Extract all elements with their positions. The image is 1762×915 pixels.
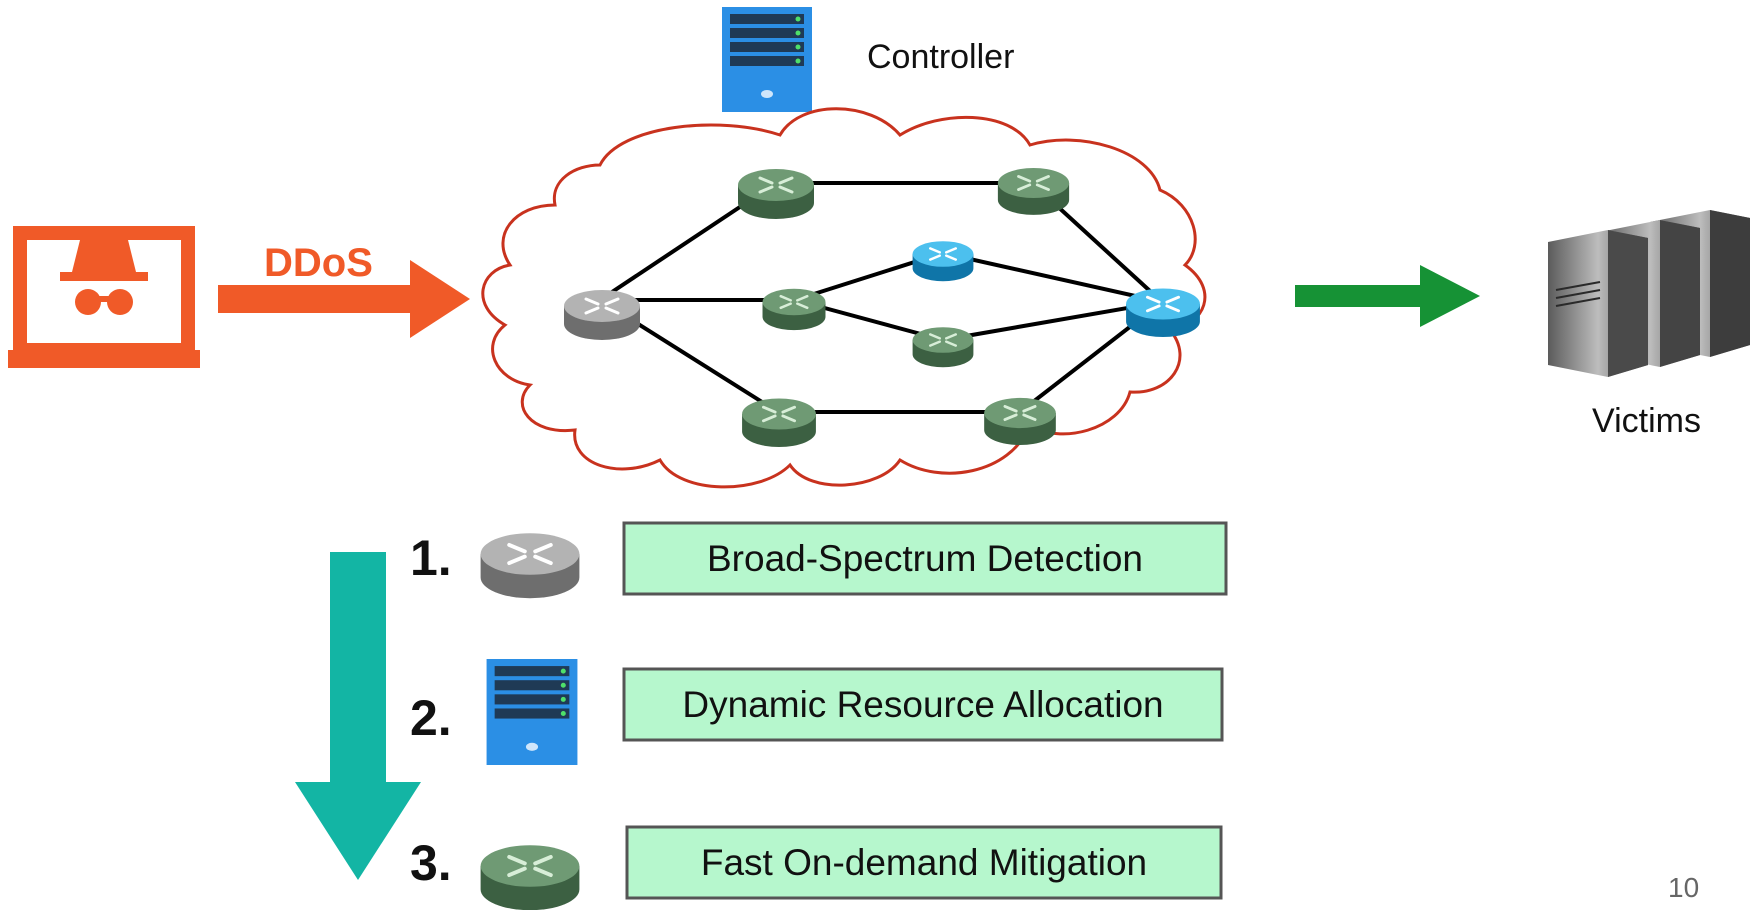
step-2-box: Dynamic Resource Allocation xyxy=(622,667,1224,742)
router-green-bottom-left-icon xyxy=(740,396,818,448)
gray-router-icon xyxy=(478,531,582,600)
step-3-label: Fast On-demand Mitigation xyxy=(701,842,1147,883)
controller-server-icon xyxy=(486,659,578,765)
forward-arrow xyxy=(1295,265,1480,327)
router-green-center-icon xyxy=(761,287,827,331)
router-blue-mid-icon xyxy=(911,239,975,282)
step-2-number: 2. xyxy=(410,690,452,746)
process-flow-arrow xyxy=(295,552,421,880)
spy-icon xyxy=(60,240,148,315)
router-gray-ingress-icon xyxy=(562,288,642,341)
ddos-arrow xyxy=(218,260,470,338)
step-3-number: 3. xyxy=(410,835,452,891)
router-green-mid-icon xyxy=(911,325,975,368)
attacker-laptop-icon xyxy=(8,226,200,368)
ddos-label: DDoS xyxy=(264,241,373,285)
router-green-top-right-icon xyxy=(996,166,1071,216)
router-green-top-left-icon xyxy=(736,167,816,220)
router-blue-egress-icon xyxy=(1124,286,1202,338)
controller-label: Controller xyxy=(867,38,1014,76)
victim-servers-icon xyxy=(1548,210,1750,377)
step-1-label: Broad-Spectrum Detection xyxy=(707,538,1143,579)
victims-label: Victims xyxy=(1592,402,1701,440)
step-3-box: Fast On-demand Mitigation xyxy=(625,825,1223,900)
step-2-label: Dynamic Resource Allocation xyxy=(682,684,1163,725)
router-green-bottom-right-icon xyxy=(982,396,1058,446)
step-1-number: 1. xyxy=(410,530,452,586)
step-1-box: Broad-Spectrum Detection xyxy=(622,521,1228,596)
page-number: 10 xyxy=(1668,872,1699,903)
green-router-icon xyxy=(478,843,582,912)
controller-server-icon xyxy=(722,7,812,112)
